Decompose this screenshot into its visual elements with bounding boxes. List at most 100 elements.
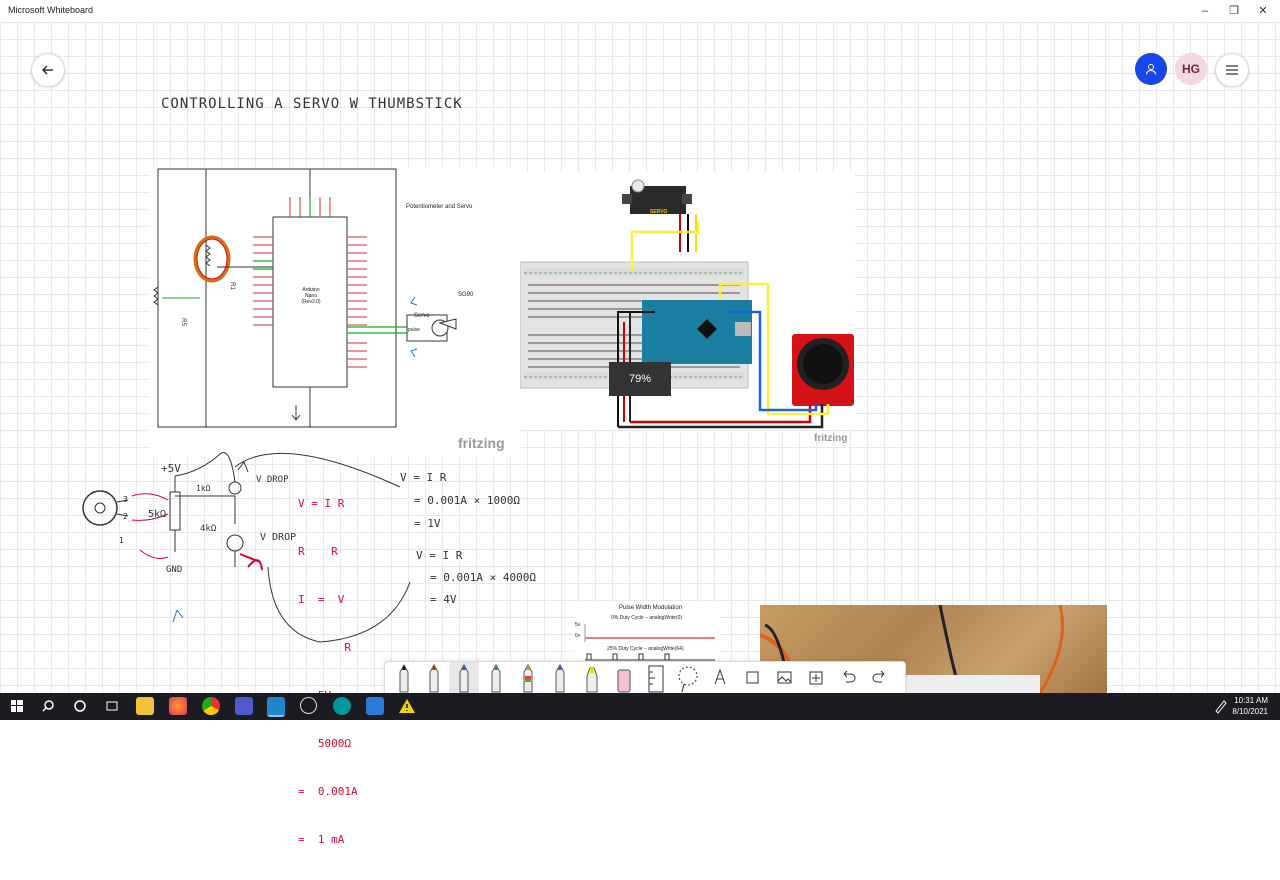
label-vdrop-bottom: V DROP	[260, 532, 297, 543]
redo-button[interactable]	[865, 662, 895, 694]
schematic-drawing	[137, 168, 457, 428]
ruler-tool[interactable]	[641, 662, 671, 694]
black-pen-icon	[399, 663, 409, 693]
ruler-icon	[648, 665, 664, 693]
calc-line: V = I R	[400, 471, 447, 484]
red-pen-tool[interactable]	[419, 662, 449, 694]
servo-model-label: SG90	[458, 292, 474, 298]
pot-label: R5	[179, 318, 186, 326]
photo-wires	[759, 604, 1064, 694]
task-view-icon	[106, 701, 118, 711]
redo-icon	[872, 670, 885, 683]
label-vdrop-top: V DROP	[256, 475, 289, 485]
whiteboard-taskbar-button[interactable]	[267, 697, 285, 717]
label-5v: +5V	[161, 462, 181, 475]
search-button[interactable]	[39, 697, 57, 715]
minimize-button[interactable]: –	[1201, 5, 1209, 17]
schematic-title: Potentiometer and Servo	[406, 204, 473, 210]
calc-line: = 0.001A × 4000Ω	[430, 571, 536, 584]
lasso-icon	[678, 666, 698, 693]
insert-tool[interactable]	[801, 662, 831, 694]
ohm-line: I = V	[298, 593, 345, 606]
calc-1kohm: V = I R = 0.001A × 1000Ω = 1V	[400, 466, 520, 535]
ohm-line: 5000Ω	[298, 737, 351, 750]
calc-line: = 1V	[414, 517, 441, 530]
share-button[interactable]	[1135, 53, 1167, 85]
cortana-icon	[74, 700, 86, 712]
menu-button[interactable]	[1215, 53, 1249, 87]
calc-line: V = I R	[416, 549, 463, 562]
warning-button[interactable]	[398, 697, 416, 715]
schematic-image[interactable]: Potentiometer and Servo Arduino Nano (Re…	[137, 167, 520, 457]
task-view-button[interactable]	[103, 697, 121, 715]
text-icon	[714, 668, 726, 685]
calc-4kohm: V = I R = 0.001A × 4000Ω = 4V	[416, 545, 536, 611]
windows-icon	[11, 700, 23, 712]
breadboard-drawing	[519, 179, 854, 429]
undo-icon	[843, 670, 856, 683]
arduino-button[interactable]	[333, 697, 351, 715]
ohm-line: R	[298, 641, 351, 654]
pin-1: 1	[119, 536, 124, 545]
arrow-left-icon	[41, 65, 53, 75]
label-4k: 4kΩ	[200, 524, 217, 534]
pin-2: 2	[123, 512, 128, 521]
green-pen-tool[interactable]	[481, 662, 511, 694]
pen-workspace-button[interactable]	[1212, 697, 1230, 715]
restore-button[interactable]: ❐	[1229, 5, 1239, 17]
lasso-tool[interactable]	[673, 662, 703, 694]
teams-button[interactable]	[235, 697, 253, 715]
clock-date: 8/10/2021	[1232, 707, 1268, 716]
undo-button[interactable]	[833, 662, 863, 694]
handdrawn-circuit	[82, 452, 411, 643]
breadboard-image[interactable]: 79% fritzing SERVO	[519, 172, 855, 444]
galaxy-pen-icon	[555, 663, 565, 693]
pin-3: 3	[123, 495, 128, 504]
plus-icon	[809, 671, 823, 685]
obs-button[interactable]	[300, 697, 317, 714]
zoom-badge: 79%	[609, 362, 671, 396]
label-5k: 5kΩ	[148, 509, 167, 520]
calc-line: = 4V	[430, 593, 457, 606]
app-button[interactable]	[366, 697, 384, 715]
black-pen-tool[interactable]	[389, 662, 419, 694]
close-button[interactable]: ✕	[1258, 5, 1268, 17]
ink-toolbar	[384, 661, 906, 695]
text-tool[interactable]	[705, 662, 735, 694]
firefox-button[interactable]	[169, 697, 187, 715]
ohm-line: R R	[298, 545, 338, 558]
board-heading: CONTROLLING A SERVO W THUMBSTICK	[161, 96, 463, 112]
fritzing-caption: fritzing	[458, 435, 505, 451]
highlighter-tool[interactable]	[577, 662, 607, 694]
image-tool[interactable]	[769, 662, 799, 694]
note-tool[interactable]	[737, 662, 767, 694]
chrome-button[interactable]	[202, 697, 220, 715]
file-explorer-button[interactable]	[136, 697, 154, 715]
pwm-y5: 5v	[575, 622, 581, 628]
back-button[interactable]	[31, 53, 65, 87]
start-button[interactable]	[8, 697, 26, 715]
eraser-tool[interactable]	[609, 662, 639, 694]
pwm-image[interactable]: Pulse Width Modulation 0% Duty Cycle – a…	[575, 602, 720, 662]
user-avatar[interactable]: HG	[1175, 53, 1207, 85]
cortana-button[interactable]	[71, 697, 89, 715]
pwm-row2: 25% Duty Cycle – analogWrite(64)	[607, 646, 684, 652]
search-icon	[42, 700, 54, 712]
galaxy-pen-tool[interactable]	[545, 662, 575, 694]
ohm-line: = 1 mA	[298, 833, 345, 846]
label-gnd: GND	[166, 565, 183, 575]
warning-icon	[399, 699, 415, 713]
pwm-plot	[584, 624, 715, 661]
servo-body-label: SERVO	[650, 209, 668, 215]
hamburger-icon	[1226, 65, 1238, 75]
pulse-label: pulse	[408, 327, 420, 333]
window-title: Microsoft Whiteboard	[8, 5, 94, 15]
image-icon	[777, 671, 792, 684]
eraser-icon	[617, 669, 631, 693]
ohm-line: = 0.001A	[298, 785, 358, 798]
rainbow-pen-tool[interactable]	[513, 662, 543, 694]
whiteboard-canvas[interactable]: HG CONTROLLING A SERVO W THUMBSTICK	[0, 22, 1280, 846]
blue-pen-tool[interactable]	[449, 662, 479, 694]
ohm-law-notes: V = I R R R I = V R = 5V 5000Ω = 0.001A …	[298, 464, 358, 880]
clock[interactable]: 10:31 AM 8/10/2021	[1232, 695, 1268, 717]
